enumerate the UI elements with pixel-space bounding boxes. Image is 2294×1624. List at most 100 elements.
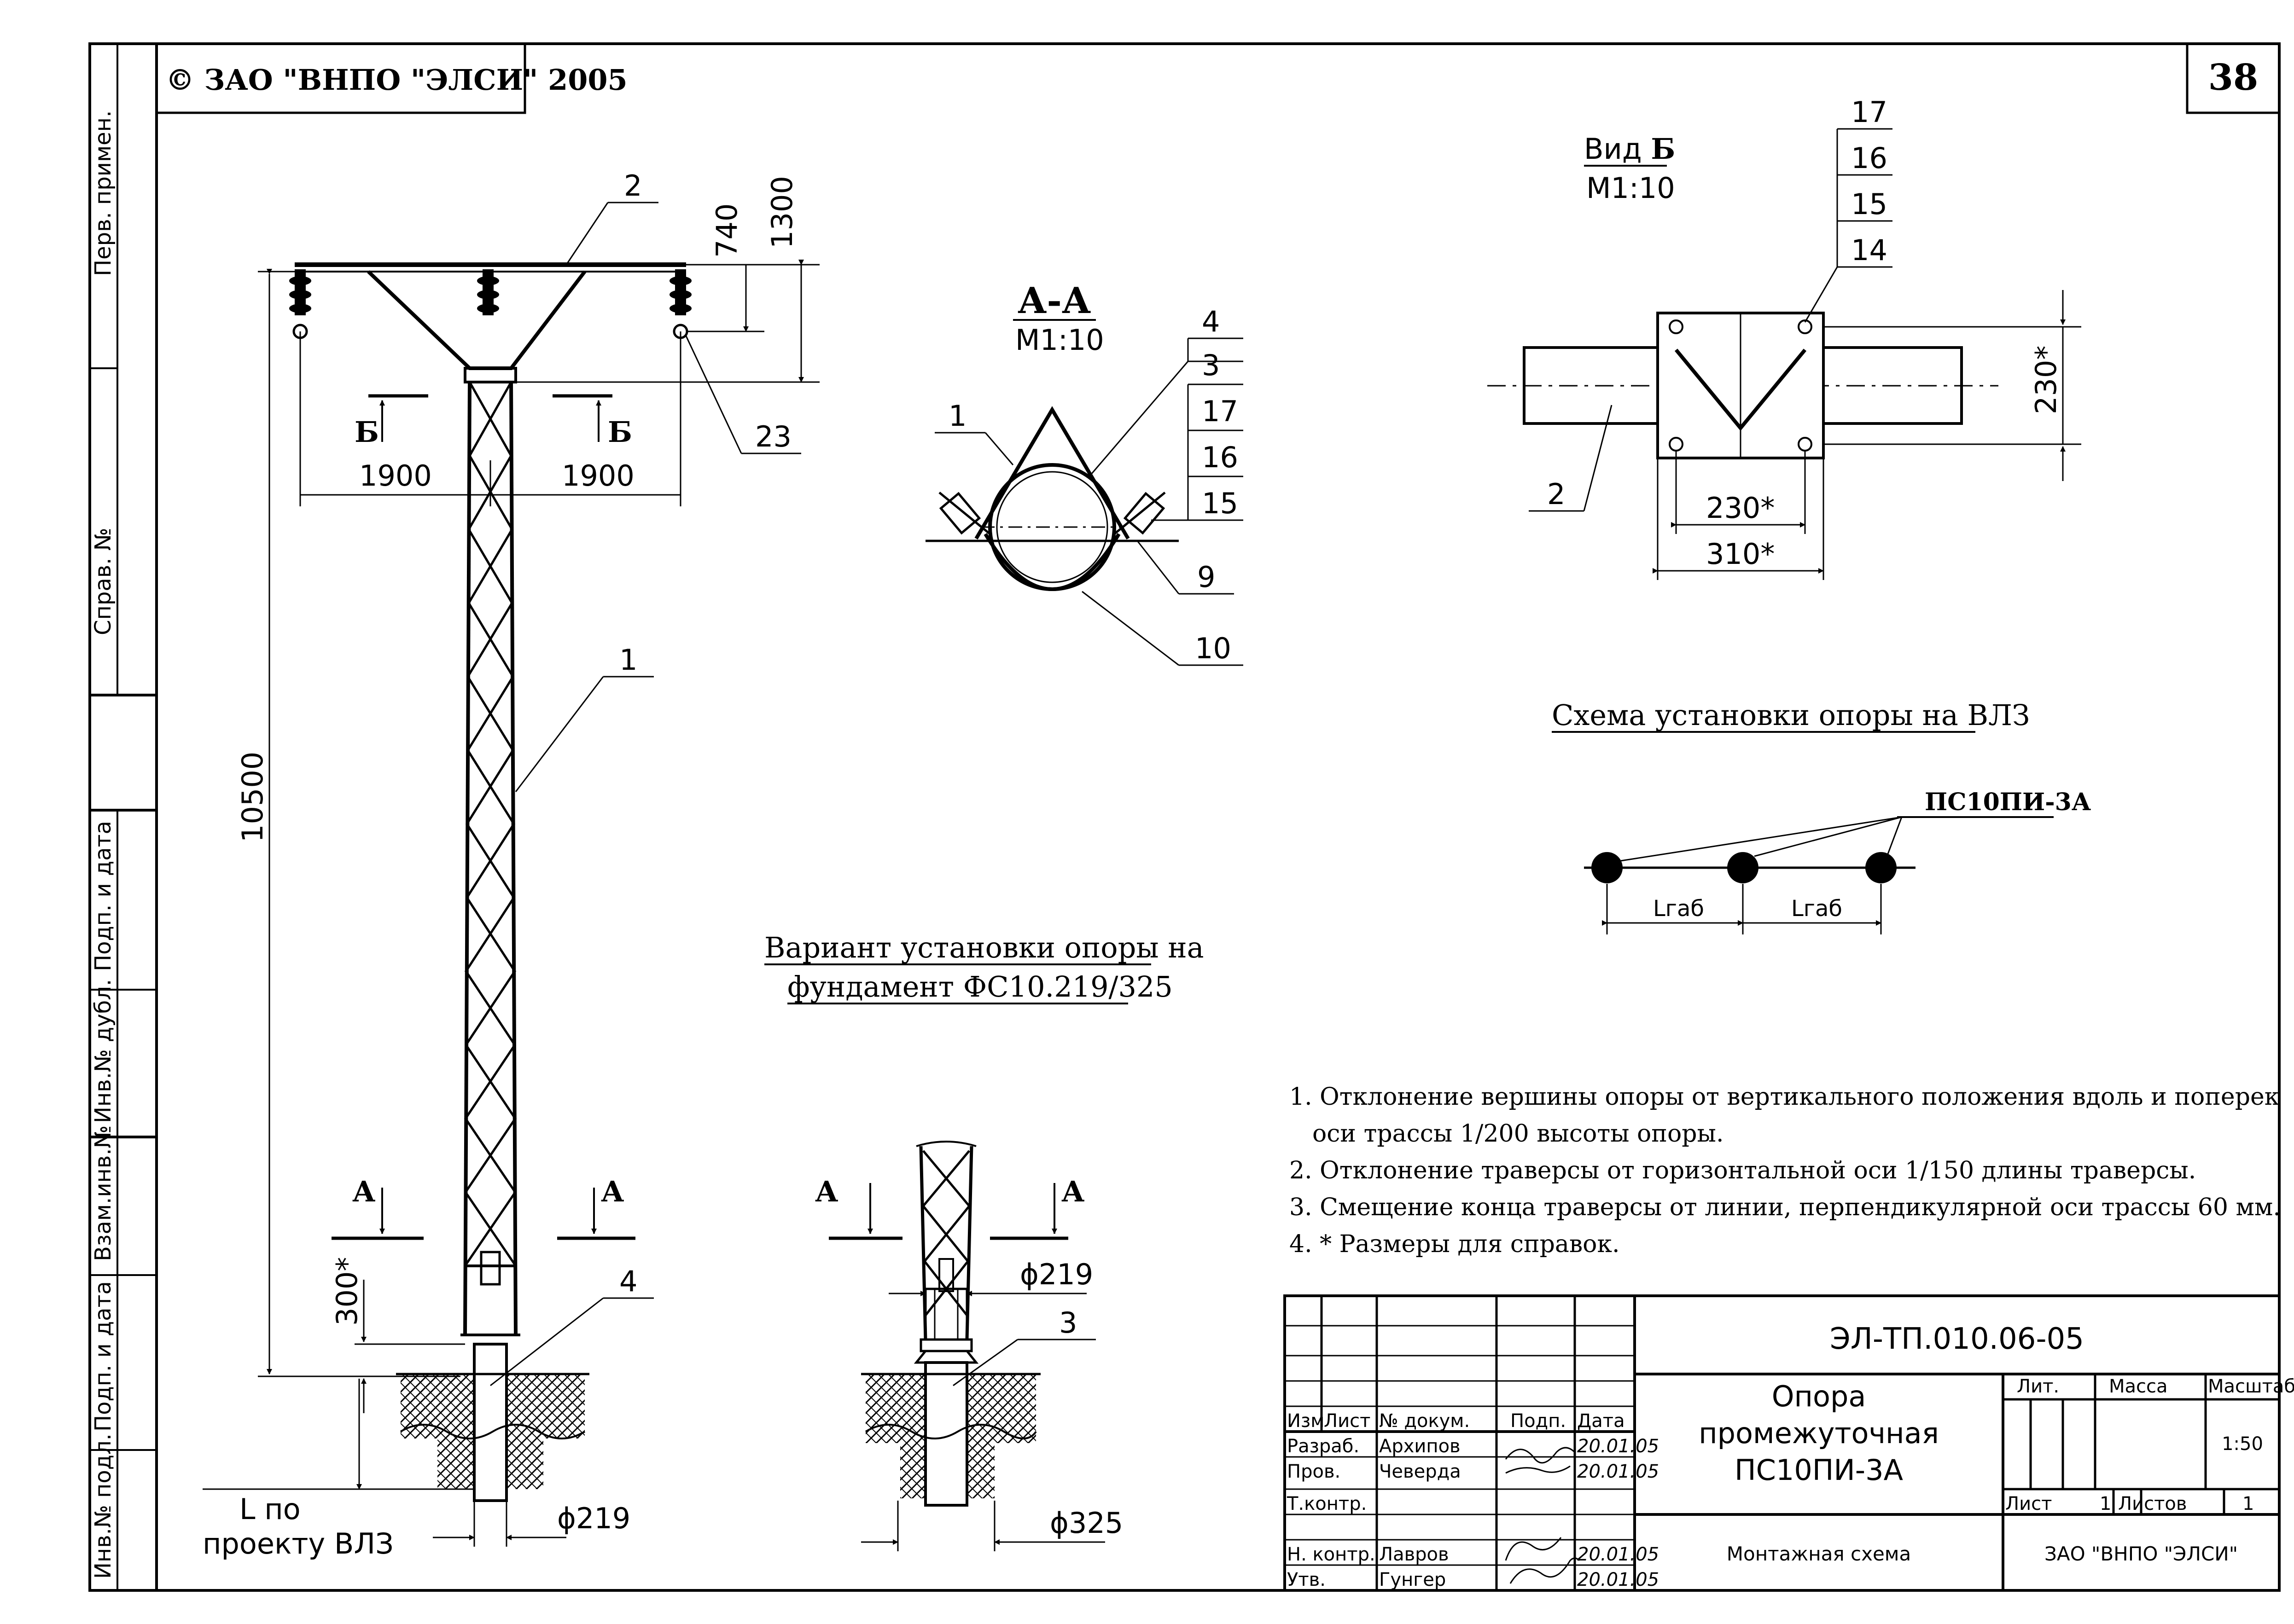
note-4: 4. * Размеры для справок.	[1289, 1230, 1620, 1258]
section-b-right: Б	[608, 415, 632, 449]
tb-hdr-ndoc: № докум.	[1379, 1410, 1470, 1432]
page-number: 38	[2208, 57, 2259, 99]
tb-date-3: 20.01.05	[1577, 1544, 1659, 1565]
note-2: 2. Отклонение траверсы от горизонтальной…	[1289, 1157, 2196, 1184]
tb-role-2: Т.контр.	[1287, 1493, 1367, 1514]
dim-1900-right: 1900	[562, 459, 635, 493]
view-b: Вид Б М1:10 17 16 15 14 2 2	[1487, 95, 2081, 580]
tb-org: ЗАО "ВНПО "ЭЛСИ"	[2044, 1543, 2238, 1565]
pos-16-b: 16	[1851, 141, 1887, 175]
label-proektu-vlz: проекту ВЛЗ	[203, 1527, 394, 1560]
insulator-left	[289, 269, 311, 339]
tb-name-4: Гунгер	[1379, 1569, 1446, 1590]
copyright-box	[155, 42, 526, 114]
tb-date-1: 20.01.05	[1577, 1461, 1659, 1482]
pos-4-aa: 4	[1202, 305, 1220, 338]
span-left: Lгаб	[1653, 896, 1704, 922]
scheme-title: Схема установки опоры на ВЛЗ	[1552, 698, 2030, 732]
tb-scale-label: Масштаб	[2208, 1376, 2294, 1397]
pos-2-main: 2	[624, 169, 642, 203]
view-b-title: Вид Б	[1584, 132, 1675, 166]
section-aa-title: А-А	[1018, 280, 1091, 322]
lattice	[464, 381, 517, 1267]
tb-mass-label: Масса	[2109, 1376, 2168, 1397]
pos-1-aa: 1	[949, 399, 967, 433]
stamp-inv-dubl: Инв.№ дубл.	[90, 979, 116, 1123]
tb-sheet-label: Лист	[2005, 1493, 2052, 1514]
fd-dim-phi325: ϕ325	[1050, 1506, 1123, 1540]
tb-hdr-data: Дата	[1577, 1410, 1625, 1432]
foundation-variant: Вариант установки опоры на фундамент ФС1…	[764, 931, 1204, 1551]
fd-pos-3: 3	[1059, 1306, 1077, 1340]
dim-10500: 10500	[236, 752, 269, 842]
tb-hdr-podp: Подп.	[1510, 1410, 1566, 1432]
pos-2-b: 2	[1547, 477, 1565, 511]
tb-lit-label: Лит.	[2017, 1376, 2059, 1397]
pos-9-aa: 9	[1197, 560, 1215, 594]
pole-marker-3	[1865, 852, 1897, 883]
stamp-perv-primen: Перв. примен.	[90, 110, 116, 276]
dim-230-v: 230*	[2029, 346, 2063, 414]
section-aa-scale: М1:10	[1015, 323, 1104, 357]
note-1a: 1. Отклонение вершины опоры от вертикаль…	[1289, 1083, 2279, 1111]
page-number-box	[2186, 42, 2281, 114]
pos-15-aa: 15	[1202, 487, 1238, 520]
insulator-center	[477, 269, 499, 315]
pos-4-main: 4	[619, 1264, 637, 1298]
tb-sheet-no: 1	[2100, 1493, 2111, 1514]
pole-marker-1	[1591, 852, 1623, 883]
signature-1	[1505, 1447, 1576, 1474]
section-b-left: Б	[355, 415, 379, 449]
tb-name-1: Чеверда	[1379, 1461, 1461, 1482]
pos-17-b: 17	[1851, 95, 1887, 129]
title-block: Изм Лист № докум. Подп. Дата Разраб. Арх…	[1283, 1294, 2294, 1592]
tb-scale: 1:50	[2222, 1433, 2263, 1455]
signature-2	[1505, 1537, 1580, 1584]
fd-dim-phi219: ϕ219	[1020, 1258, 1093, 1291]
dim-1900-left: 1900	[359, 459, 432, 493]
insulator-right	[670, 269, 692, 339]
note-3: 3. Смещение конца траверсы от линии, пер…	[1289, 1194, 2281, 1221]
tb-role-4: Утв.	[1287, 1569, 1326, 1590]
dim-230-h: 230*	[1706, 491, 1775, 525]
stamp-inv-podl: Инв.№ подл.	[90, 1433, 116, 1579]
pos-10-aa: 10	[1195, 632, 1231, 665]
dim-1300: 1300	[765, 176, 799, 249]
section-a-left: А	[352, 1175, 376, 1208]
pos-16-aa: 16	[1202, 441, 1238, 474]
stamp-sprav-no: Справ. №	[90, 528, 116, 635]
tb-date-4: 20.01.05	[1577, 1569, 1659, 1590]
pos-15-b: 15	[1851, 187, 1887, 221]
foundation-title-1: Вариант установки опоры на	[764, 931, 1204, 964]
soil-hatch	[401, 1374, 474, 1438]
note-1b: оси трассы 1/200 высоты опоры.	[1312, 1120, 1723, 1148]
fd-section-a-left: А	[815, 1175, 838, 1208]
view-b-scale: М1:10	[1586, 171, 1675, 205]
stamp-vzam-inv: Взам.инв.№	[90, 1125, 116, 1261]
scheme-pole-label: ПС10ПИ-3А	[1925, 788, 2091, 816]
pos-3-aa: 3	[1202, 348, 1220, 382]
copyright: © ЗАО "ВНПО "ЭЛСИ" 2005	[166, 63, 628, 97]
tb-hdr-izm: Изм	[1287, 1410, 1324, 1432]
section-aa: А-А М1:10 1 4 3 17 16 15	[926, 280, 1243, 666]
label-l-po: L по	[239, 1492, 301, 1526]
notes: 1. Отклонение вершины опоры от вертикаль…	[1289, 1083, 2281, 1258]
tb-name-2-line: промежуточная	[1699, 1416, 1939, 1450]
stamp-podp-data-1: Подп. и дата	[90, 821, 116, 971]
span-right: Lгаб	[1791, 896, 1842, 922]
main-pole-view: 740 1300 1900 1900 Б Б 10500 300* L по п…	[203, 169, 820, 1560]
section-a-right: А	[601, 1175, 624, 1208]
tb-role-0: Разраб.	[1287, 1436, 1359, 1457]
tb-name-3-line: ПС10ПИ-3А	[1735, 1453, 1903, 1487]
pole-marker-2	[1727, 852, 1758, 883]
tb-role-3: Н. контр.	[1287, 1544, 1375, 1565]
dim-300: 300*	[330, 1257, 364, 1326]
dim-740: 740	[710, 203, 744, 258]
pos-23: 23	[755, 420, 792, 453]
pos-17-aa: 17	[1202, 394, 1238, 428]
pos-1-main: 1	[619, 643, 637, 677]
tb-sheets-no: 1	[2242, 1493, 2254, 1514]
tb-role-1: Пров.	[1287, 1461, 1340, 1482]
tb-doc-code: ЭЛ-ТП.010.06-05	[1830, 1322, 2084, 1356]
